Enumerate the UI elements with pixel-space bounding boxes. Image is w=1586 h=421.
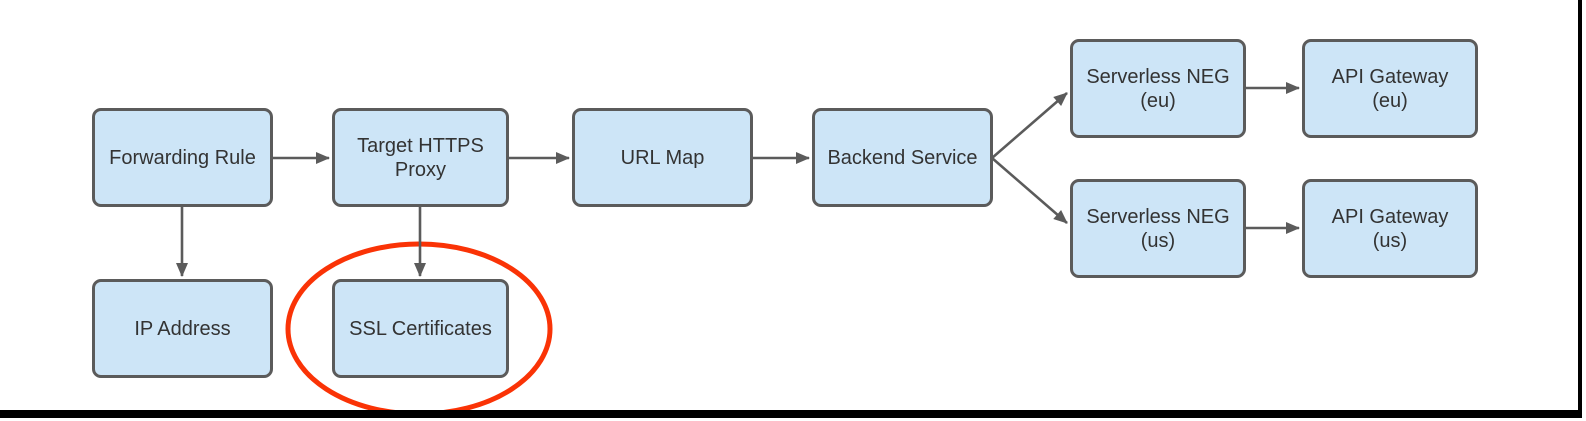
- frame-right-edge: [1578, 0, 1582, 418]
- node-backend-service: Backend Service: [812, 108, 993, 207]
- node-serverless-neg-eu: Serverless NEG (eu): [1070, 39, 1246, 138]
- node-forwarding-rule: Forwarding Rule: [92, 108, 273, 207]
- node-ssl-certificates: SSL Certificates: [332, 279, 509, 378]
- node-ip-address: IP Address: [92, 279, 273, 378]
- node-url-map: URL Map: [572, 108, 753, 207]
- node-api-gateway-eu: API Gateway (eu): [1302, 39, 1478, 138]
- edge-backend-service-to-serverless-neg-us: [991, 157, 1068, 224]
- node-api-gateway-us: API Gateway (us): [1302, 179, 1478, 278]
- node-target-https-proxy: Target HTTPS Proxy: [332, 108, 509, 207]
- frame-bottom-edge: [0, 410, 1582, 418]
- edge-backend-service-to-serverless-neg-eu: [991, 92, 1068, 159]
- node-serverless-neg-us: Serverless NEG (us): [1070, 179, 1246, 278]
